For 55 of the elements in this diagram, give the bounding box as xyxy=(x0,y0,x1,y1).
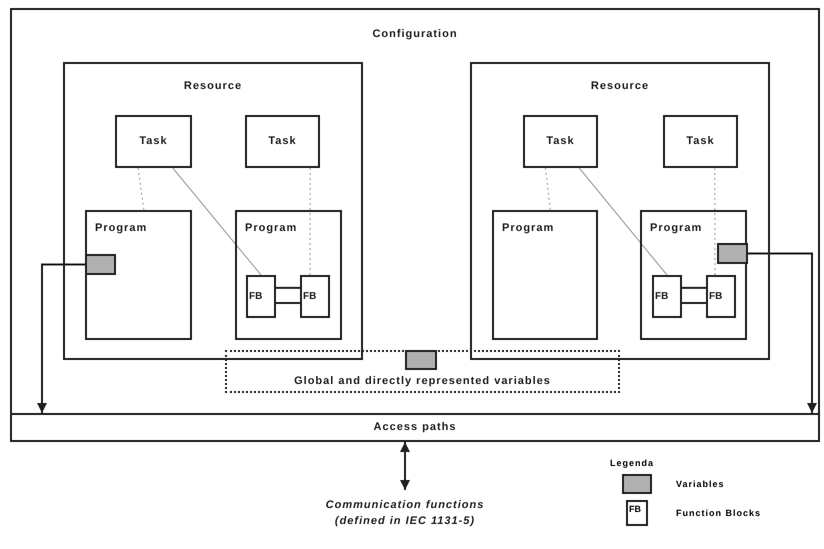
box-title: Task xyxy=(546,134,575,150)
function-block-label: FB xyxy=(655,290,668,304)
box-title: Program xyxy=(95,221,148,236)
box-title: Access paths xyxy=(374,420,456,436)
communication-functions-text: Communication functions (defined in IEC 1131-5) xyxy=(324,498,486,529)
connector-line xyxy=(309,168,311,276)
function-block-label: FB xyxy=(303,290,316,304)
connector-line xyxy=(578,168,668,276)
connector-line xyxy=(276,302,300,304)
connector-line xyxy=(172,168,262,276)
global-variables-area xyxy=(225,350,620,393)
box-title: Program xyxy=(245,221,298,236)
box-title: Global and directly represented variables xyxy=(294,374,551,388)
connector-line xyxy=(138,168,144,210)
variable-box xyxy=(405,350,437,370)
resource-box xyxy=(63,62,363,360)
task-box xyxy=(115,115,192,168)
box-title: Task xyxy=(139,134,168,150)
box-title: Program xyxy=(650,221,702,236)
variable-box xyxy=(717,243,748,264)
legend-text: Variables xyxy=(676,479,725,489)
legend-text: Function Blocks xyxy=(676,508,762,518)
task-box xyxy=(663,115,738,168)
access-paths-band xyxy=(10,413,820,442)
function-block-label: FB xyxy=(249,290,262,304)
box-title: Task xyxy=(268,134,297,150)
box-title: Resource xyxy=(590,79,650,94)
connector-line xyxy=(545,168,551,210)
function-block-box xyxy=(652,275,682,318)
function-block-box xyxy=(300,275,330,318)
program-box xyxy=(640,210,747,340)
box-title: Resource xyxy=(184,79,242,94)
task-box xyxy=(523,115,598,168)
configuration-box xyxy=(10,8,820,415)
box-title: Configuration xyxy=(372,27,458,42)
connector-line xyxy=(714,168,716,276)
resource-box xyxy=(470,62,770,360)
connector-line xyxy=(276,286,300,289)
arrow xyxy=(748,252,817,413)
task-box xyxy=(245,115,320,168)
function-block-box xyxy=(706,275,736,318)
legend-function-block-sample: FB xyxy=(626,500,648,526)
function-block-box xyxy=(246,275,276,318)
program-box xyxy=(492,210,598,340)
program-box xyxy=(85,210,192,340)
legend-title: Legenda xyxy=(610,458,656,468)
box-title: Task xyxy=(686,134,715,150)
arrow xyxy=(400,442,410,490)
arrow xyxy=(37,264,85,413)
connector-line xyxy=(682,286,706,289)
program-box xyxy=(235,210,342,340)
box-title: Program xyxy=(502,221,554,236)
function-block-label: FB xyxy=(709,290,722,304)
connector-line xyxy=(682,302,706,304)
variable-box xyxy=(85,254,116,275)
